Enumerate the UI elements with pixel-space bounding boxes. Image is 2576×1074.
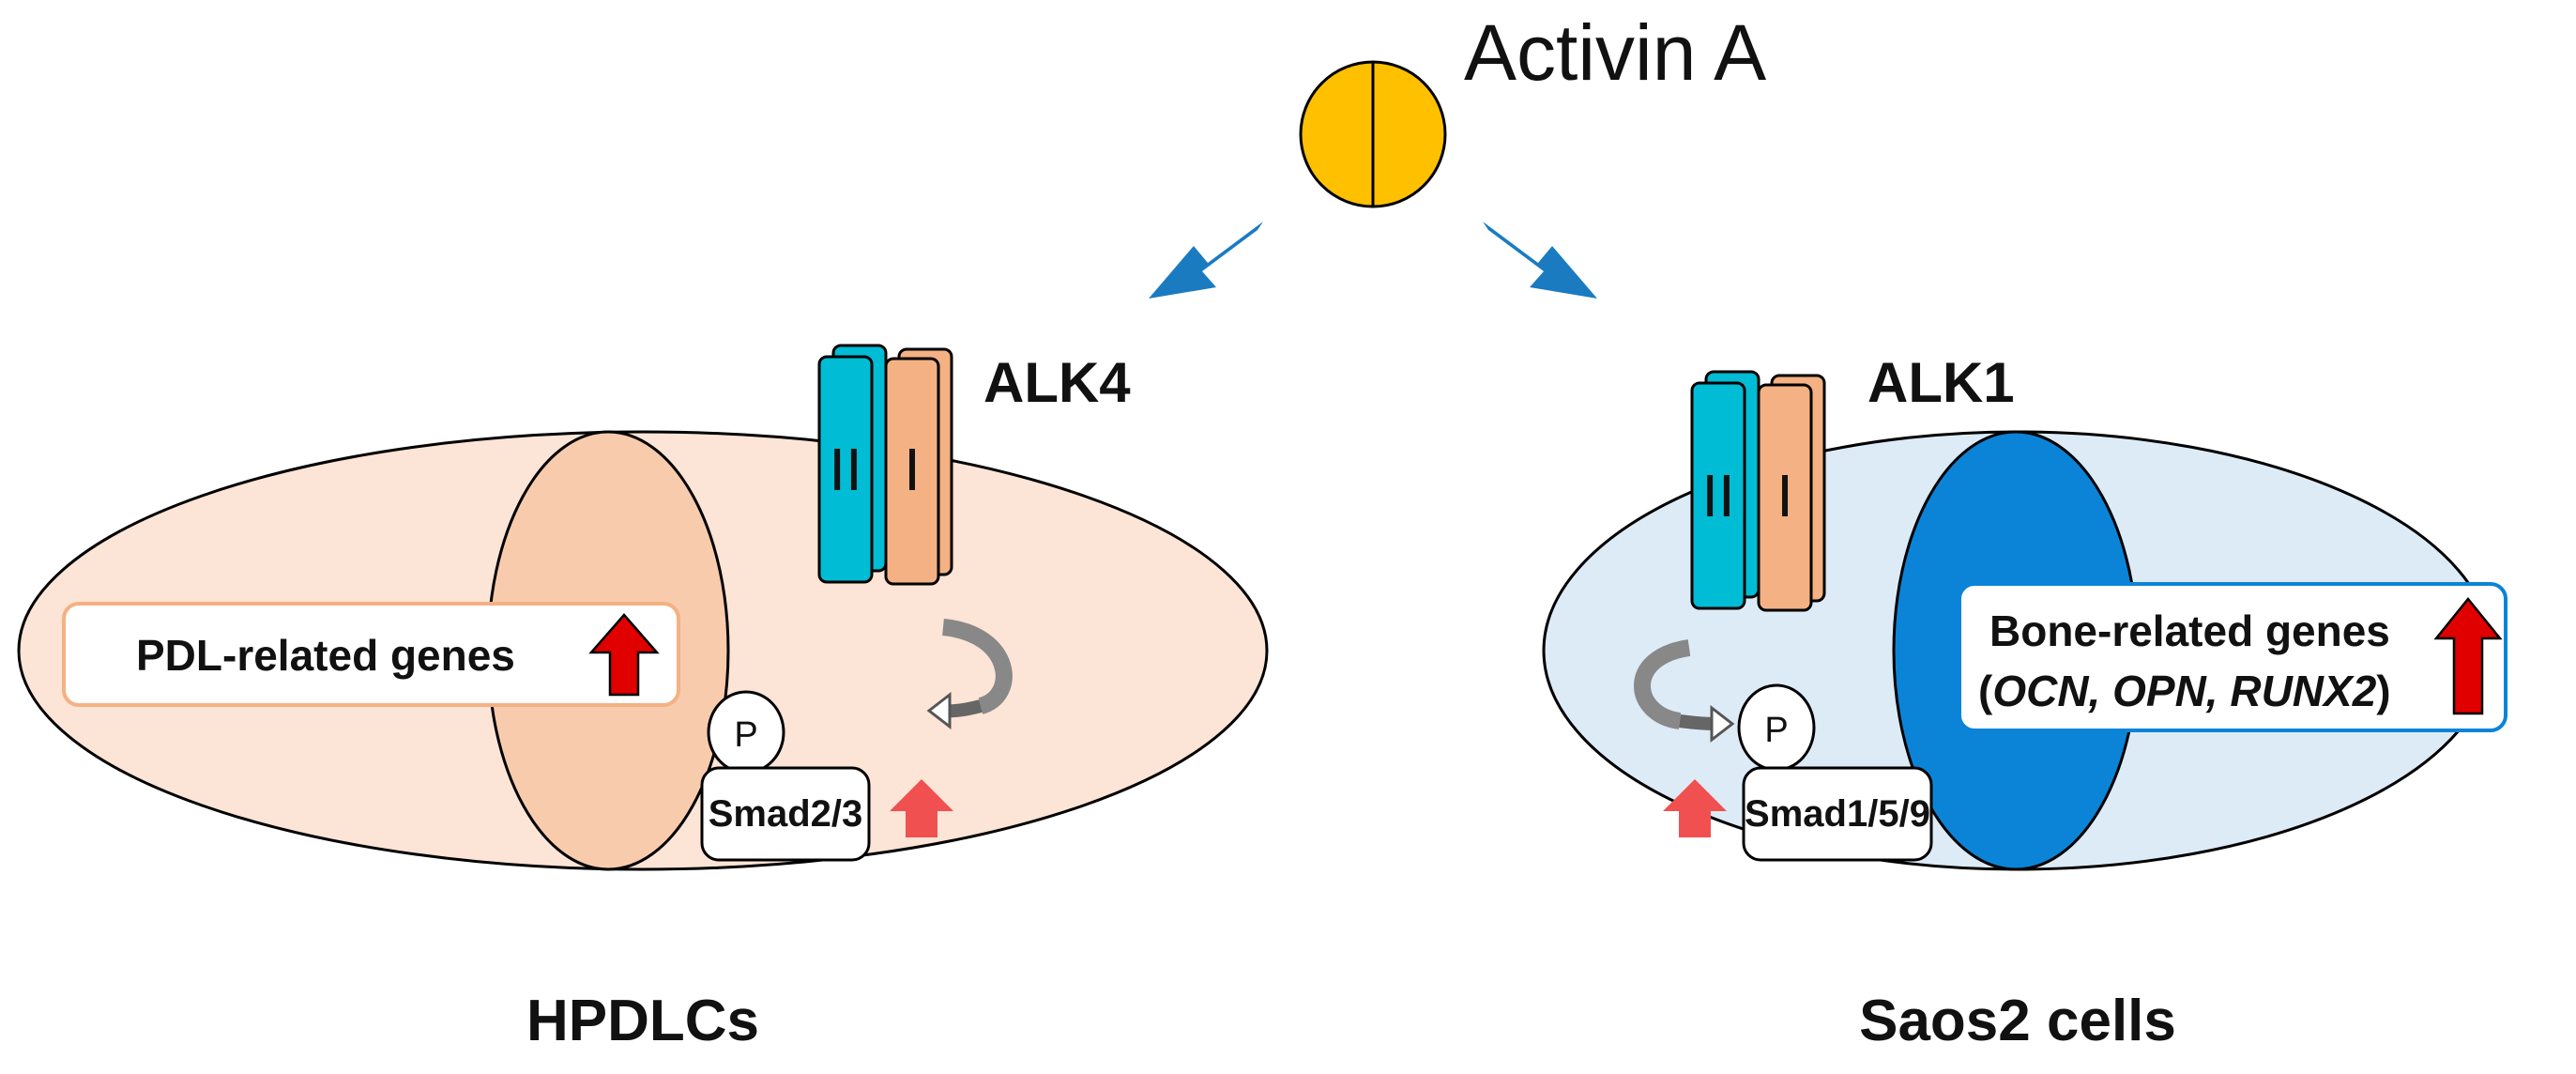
right-receptor-label: ALK1 <box>1867 351 2015 414</box>
left-type2-receptor <box>817 355 874 584</box>
arrow-to-left-cell <box>1149 222 1263 299</box>
right-genes-up-arrow <box>2433 597 2503 715</box>
right-genes-italic: OCN, OPN, RUNX2 <box>1992 667 2376 715</box>
left-receptor-complex: II I <box>817 344 953 586</box>
right-phosphorylation-arrow <box>1634 639 1735 744</box>
right-type2-receptor <box>1690 381 1746 610</box>
left-genes-up-arrow <box>588 613 660 697</box>
right-genes-line1: Bone-related genes <box>1989 606 2390 655</box>
right-curve-upper <box>1634 639 1691 729</box>
arrow-to-right-cell <box>1483 222 1597 299</box>
right-smad-box <box>1742 766 1933 862</box>
right-receptor-complex: II I <box>1690 370 1826 612</box>
left-cell-label: HPDLCs <box>526 989 759 1053</box>
left-type1-receptor <box>884 357 940 586</box>
right-cell: II I ALK1 P Smad1/5/9 Bone-related genes… <box>1542 351 2507 871</box>
right-genes-box <box>1958 582 2507 732</box>
right-type1-label: I <box>1776 462 1793 529</box>
left-pathway-arrow <box>1149 222 1263 299</box>
ligand-label: Activin A <box>1464 8 1766 97</box>
left-type1-label: I <box>904 436 921 503</box>
left-curve-arrowhead <box>926 691 952 730</box>
left-receptor-label: ALK4 <box>983 351 1131 414</box>
right-genes-close: ) <box>2376 667 2390 715</box>
left-smad-box <box>700 766 871 862</box>
right-pathway-arrow <box>1483 222 1597 299</box>
right-type2-label: II <box>1701 462 1735 529</box>
left-type2-label: II <box>829 436 862 503</box>
right-type1-receptor <box>1757 383 1813 612</box>
right-genes-line2: (OCN, OPN, RUNX2) <box>1978 667 2391 715</box>
right-smad-up-arrow <box>1663 779 1727 837</box>
right-curve-arrowhead <box>1710 704 1735 744</box>
left-smad-up-arrow <box>890 779 953 837</box>
activin-a-ligand <box>1299 60 1447 208</box>
left-phospho-label: P <box>734 715 757 755</box>
right-cell-label: Saos2 cells <box>1859 989 2176 1053</box>
left-smad-label: Smad2/3 <box>709 793 863 835</box>
left-cell: II I ALK4 P Smad2/3 PDL-related genes <box>17 344 1269 871</box>
left-genes-box <box>62 602 680 707</box>
right-smad-label: Smad1/5/9 <box>1745 793 1930 835</box>
right-genes-open: ( <box>1978 667 1993 715</box>
left-phosphorylation-arrow <box>926 619 1013 730</box>
left-genes-label: PDL-related genes <box>136 631 515 680</box>
right-phospho-label: P <box>1764 711 1788 750</box>
left-curve-upper <box>941 619 1013 714</box>
